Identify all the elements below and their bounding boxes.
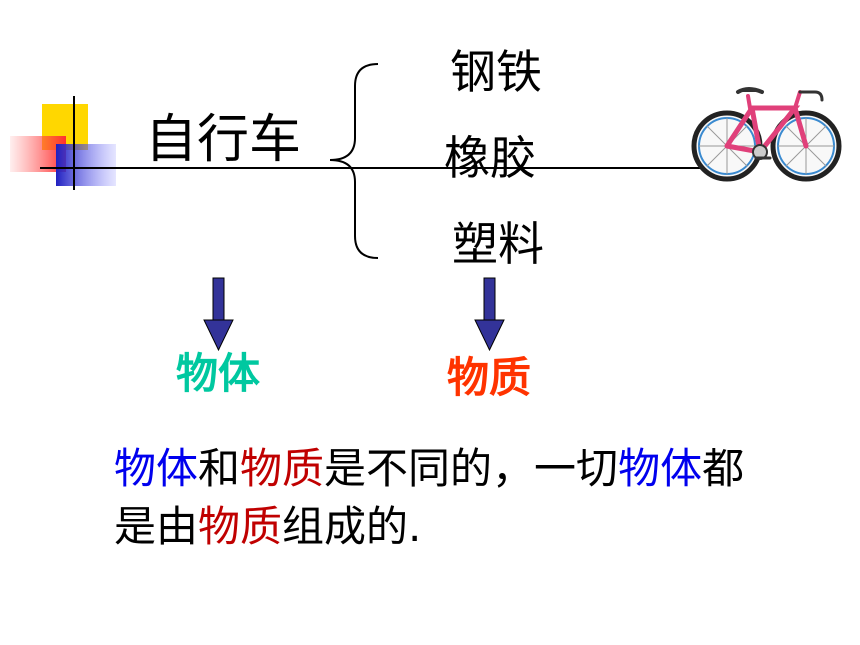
sentence-segment: 物体 bbox=[618, 444, 703, 493]
sentence-segment: 物质 bbox=[198, 502, 283, 551]
sentence-segment: 物质 bbox=[240, 444, 325, 493]
matter-label: 物质 bbox=[447, 353, 532, 402]
material-plastic: 塑料 bbox=[452, 217, 544, 271]
object-label: 物体 bbox=[176, 349, 261, 398]
sentence-segment: 物体 bbox=[114, 444, 199, 493]
slide-title: 自行车 bbox=[145, 110, 302, 170]
down-arrow-icon bbox=[203, 277, 234, 352]
sentence-segment: 都是由 bbox=[114, 444, 745, 551]
sentence-segment: 组成的. bbox=[282, 502, 422, 551]
material-rubber: 橡胶 bbox=[444, 131, 536, 185]
conclusion-sentence: 物体和物质是不同的，一切物体都是由物质组成的. bbox=[114, 440, 754, 556]
blue-square bbox=[56, 144, 116, 186]
down-arrow-icon bbox=[474, 277, 505, 352]
sentence-segment: 是不同的，一切 bbox=[324, 444, 619, 493]
material-steel: 钢铁 bbox=[450, 45, 542, 99]
bicycle-icon bbox=[691, 87, 842, 182]
sentence-segment: 和 bbox=[198, 444, 241, 493]
curly-brace bbox=[329, 63, 379, 259]
